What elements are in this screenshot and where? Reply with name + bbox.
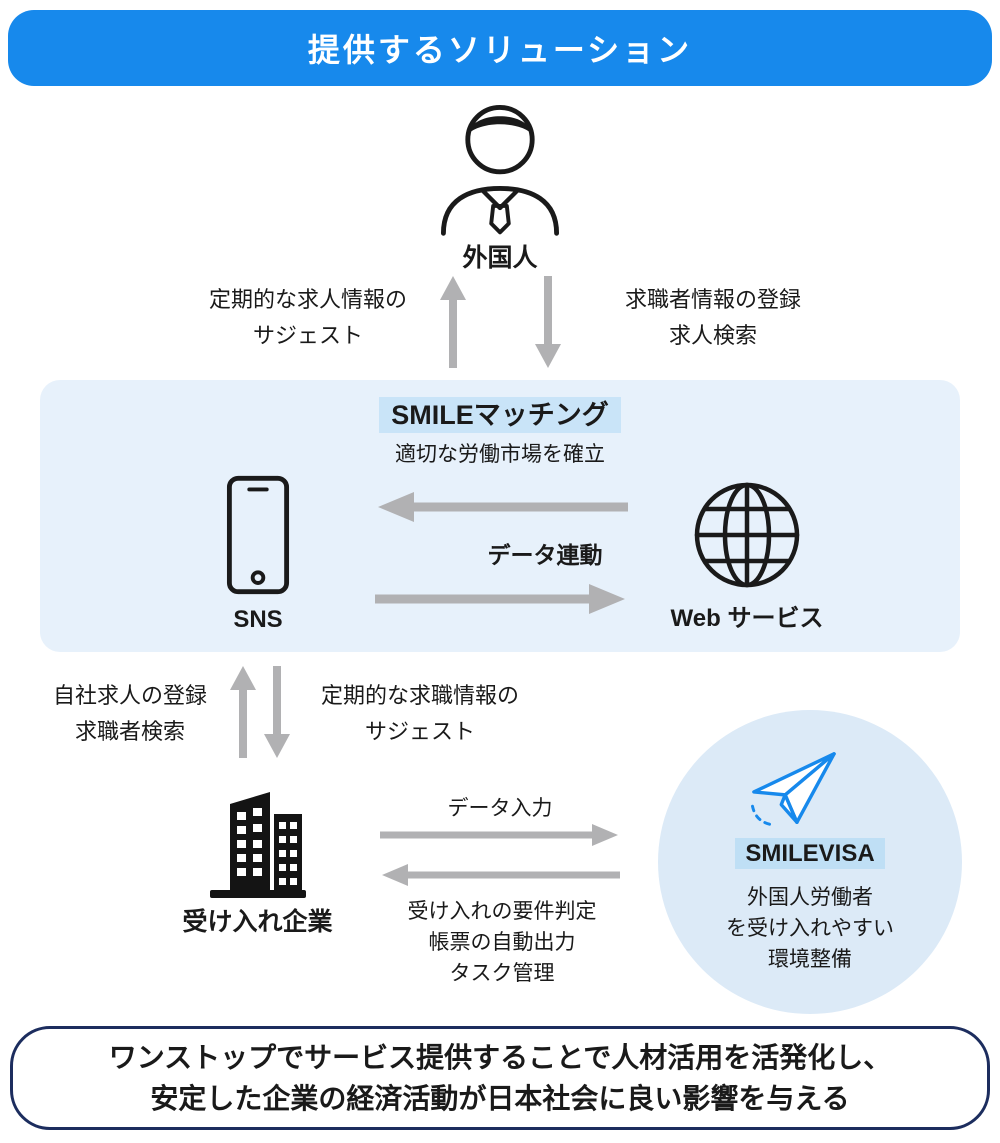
arrow-right-icon (375, 584, 625, 614)
matching-title: SMILEマッチング (379, 397, 621, 433)
label-line: タスク管理 (449, 962, 555, 985)
label-line: を受け入れやすい (726, 917, 894, 940)
footer-line: ワンストップでサービス提供することで人材活用を活発化し、 (108, 1042, 892, 1073)
label-line: サジェスト (364, 719, 475, 744)
paper-plane-icon (750, 752, 836, 826)
label-line: 受け入れの要件判定 (407, 900, 597, 923)
label-line: 帳票の自動出力 (428, 931, 576, 954)
person-icon (440, 105, 560, 236)
person-hair (467, 116, 533, 134)
arrow-left-icon (378, 492, 628, 522)
label-line: 定期的な求人情報の (208, 287, 407, 312)
smilevisa-description: 外国人労働者 を受け入れやすい 環境整備 (658, 882, 962, 975)
label-seeker-info-suggest: 定期的な求職情報の サジェスト (300, 678, 540, 750)
smartphone-icon (226, 475, 290, 595)
smilevisa-title-row: SMILEVISA (658, 838, 962, 869)
label-line: 外国人労働者 (747, 886, 873, 909)
building-windows (237, 808, 262, 876)
web-service-label: Web サービス (670, 605, 824, 632)
arrow-down-icon (264, 666, 290, 758)
data-input-label: データ入力 (447, 797, 553, 820)
label-line: 環境整備 (768, 948, 852, 971)
arrow-up-icon (230, 666, 256, 758)
smilevisa-circle: SMILEVISA 外国人労働者 を受け入れやすい 環境整備 (658, 710, 962, 1014)
person-label: 外国人 (462, 244, 538, 272)
arrow-up-icon (440, 276, 466, 368)
globe-icon (694, 482, 800, 588)
data-link-label: データ連動 (487, 542, 603, 568)
label-line: 自社求人の登録 (52, 683, 207, 708)
matching-title-row: SMILEマッチング (40, 393, 960, 433)
arrow-down-icon (535, 276, 561, 368)
sns-label: SNS (233, 606, 283, 633)
matching-panel: SMILEマッチング 適切な労働市場を確立 SNS Web サービス データ連動 (40, 380, 960, 652)
header-banner: 提供するソリューション (8, 10, 992, 86)
label-line: サジェスト (252, 323, 363, 348)
label-line: 求職者検索 (74, 719, 185, 744)
smilevisa-title: SMILEVISA (735, 838, 885, 869)
label-line: 求人検索 (668, 323, 757, 348)
matching-subtitle: 適切な労働市場を確立 (395, 443, 605, 466)
label-seeker-registration: 求職者情報の登録 求人検索 (588, 282, 838, 354)
company-label: 受け入れ企業 (182, 908, 333, 936)
label-line: 求職者情報の登録 (624, 287, 801, 312)
footer-line: 安定した企業の経済活動が日本社会に良い影響を与える (150, 1083, 850, 1114)
arrow-right-icon (380, 824, 618, 846)
label-company-job-register: 自社求人の登録 求職者検索 (25, 678, 235, 750)
arrow-left-icon (382, 864, 620, 886)
label-line: 定期的な求職情報の (320, 683, 519, 708)
header-title: 提供するソリューション (307, 32, 693, 68)
building-windows (279, 822, 297, 885)
label-visa-functions: 受け入れの要件判定 帳票の自動出力 タスク管理 (372, 896, 632, 989)
footer-conclusion-box: ワンストップでサービス提供することで人材活用を活発化し、 安定した企業の経済活動… (10, 1026, 990, 1130)
building-icon (210, 792, 306, 898)
label-job-info-suggest: 定期的な求人情報の サジェスト (168, 282, 448, 354)
